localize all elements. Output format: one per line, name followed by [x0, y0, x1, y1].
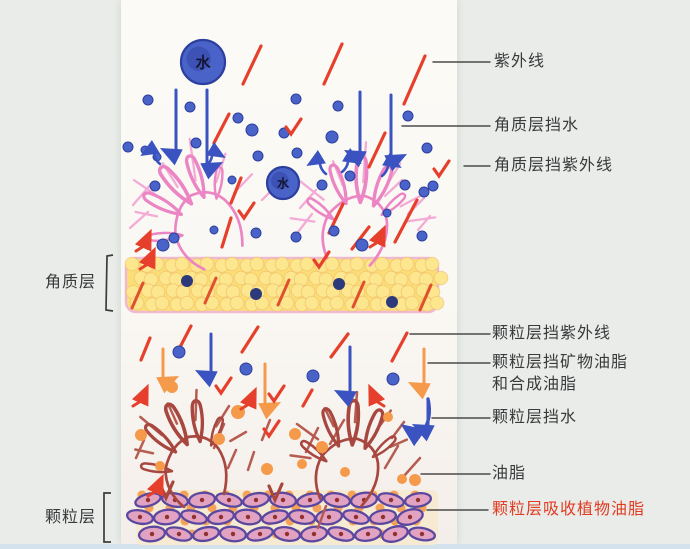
pink-hand-left: [140, 152, 244, 271]
corneum-bracket: [105, 254, 114, 312]
water-character: 水: [277, 175, 290, 190]
water-character: 水: [195, 53, 211, 71]
granular-bracket: [103, 492, 111, 543]
maroon-hand-right: [298, 398, 399, 508]
label-uv-ray: 紫外线: [494, 53, 546, 70]
label-granular-layer: 颗粒层: [44, 509, 96, 526]
label-granular-blocks-mineral-oil: 颗粒层挡矿物油脂: [492, 354, 629, 371]
label-granular-absorbs-plant-oil: 颗粒层吸收植物油脂: [492, 501, 646, 518]
water-drop-large: 水: [179, 38, 227, 86]
table-edge: [0, 544, 690, 549]
pink-hand-right: [304, 154, 408, 267]
corneum-layer-band: [124, 256, 449, 314]
label-oil: 油脂: [492, 465, 527, 482]
label-corneum-blocks-uv: 角质层挡紫外线: [494, 157, 614, 174]
maroon-hand-left: [139, 398, 228, 509]
granular-layer-band: [125, 490, 438, 545]
label-corneum-blocks-water: 角质层挡水: [494, 117, 580, 134]
label-corneum-layer: 角质层: [44, 274, 96, 291]
label-granular-blocks-uv: 颗粒层挡紫外线: [492, 325, 612, 342]
label-granular-blocks-synthetic-oil: 和合成油脂: [492, 376, 578, 393]
water-drop-small: 水: [265, 165, 301, 201]
label-granular-blocks-water: 颗粒层挡水: [492, 409, 578, 426]
